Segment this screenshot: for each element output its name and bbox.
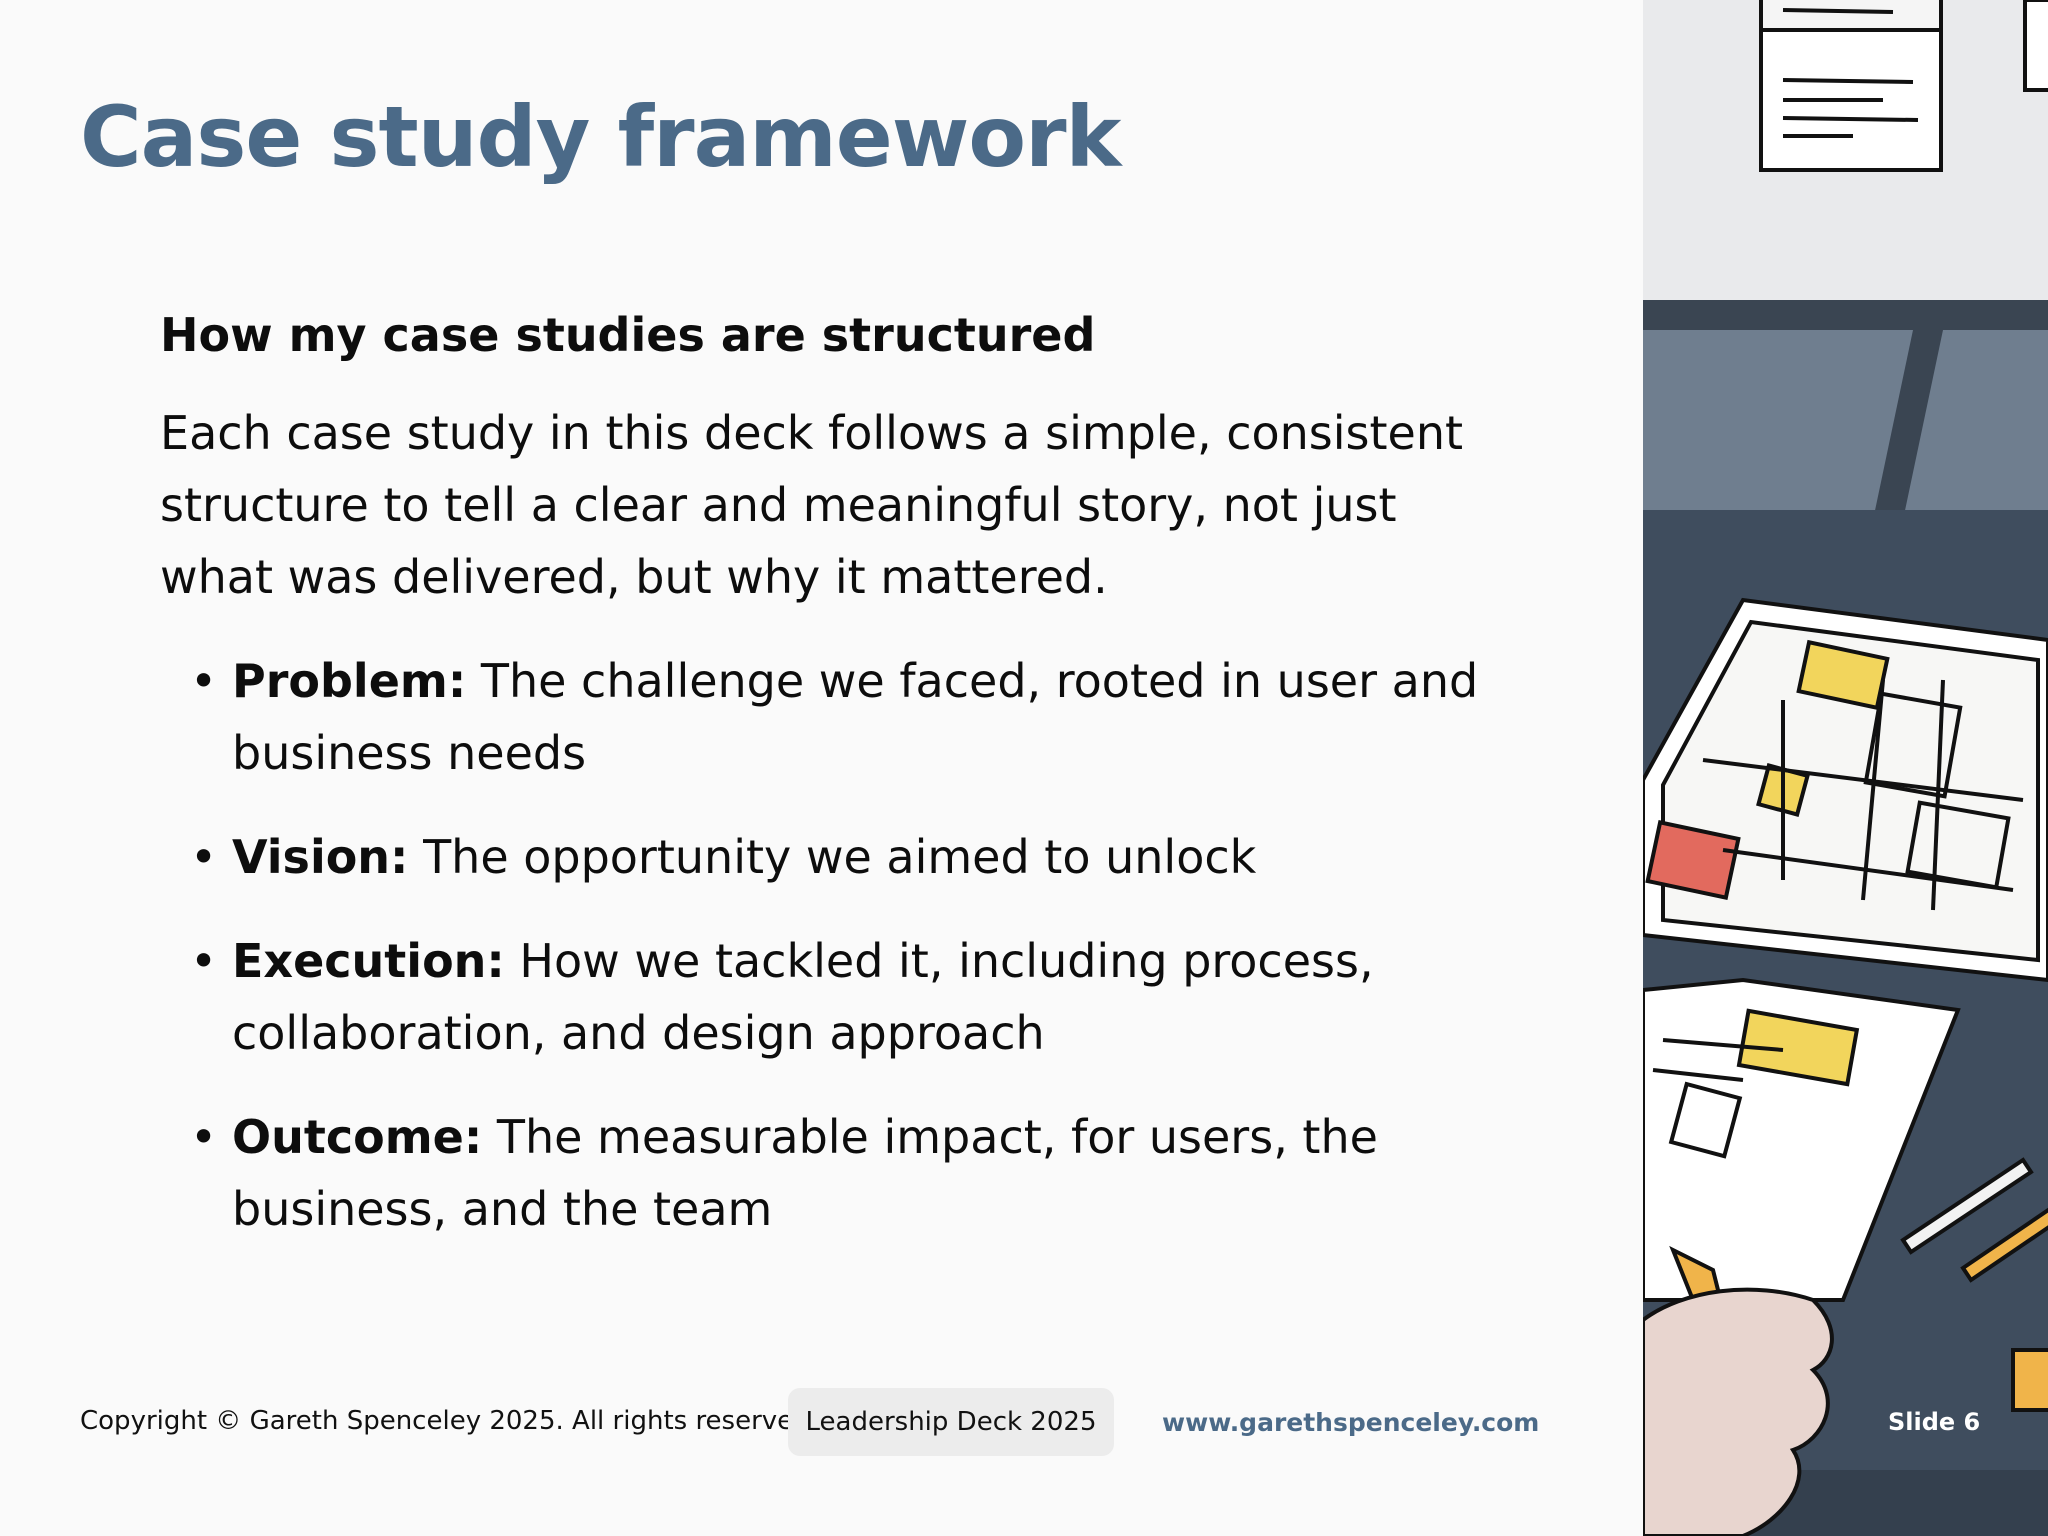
- intro-paragraph: Each case study in this deck follows a s…: [160, 406, 1464, 604]
- copyright-text: Copyright © Gareth Spenceley 2025. All r…: [80, 1406, 818, 1436]
- framework-list: • Problem: The challenge we faced, roote…: [160, 645, 1480, 1245]
- bullet-icon: •: [190, 934, 218, 988]
- list-item-term: Problem:: [232, 654, 467, 708]
- list-item-vision: • Vision: The opportunity we aimed to un…: [160, 821, 1480, 893]
- list-item-problem: • Problem: The challenge we faced, roote…: [160, 645, 1480, 789]
- deck-name-badge: Leadership Deck 2025: [788, 1388, 1114, 1456]
- list-item-term: Execution:: [232, 934, 505, 988]
- website-link[interactable]: www.garethspenceley.com: [1162, 1408, 1540, 1437]
- desk-illustration: [1643, 0, 2048, 1536]
- pinned-note: [1759, 0, 1943, 172]
- slide-number: Slide 6: [1888, 1408, 1981, 1436]
- section-subheading: How my case studies are structured: [160, 308, 1096, 362]
- list-item-term: Outcome:: [232, 1110, 483, 1164]
- list-item-outcome: • Outcome: The measurable impact, for us…: [160, 1101, 1480, 1245]
- slide-title: Case study framework: [80, 88, 1121, 186]
- list-item-execution: • Execution: How we tackled it, includin…: [160, 925, 1480, 1069]
- wireframe-sheet: [1643, 597, 2048, 983]
- bullet-icon: •: [190, 830, 218, 884]
- list-item-text: The challenge we faced, rooted in user a…: [232, 654, 1479, 780]
- deck-name-label: Leadership Deck 2025: [805, 1407, 1097, 1437]
- list-item-text: The measurable impact, for users, the bu…: [232, 1110, 1378, 1236]
- slide-content: How my case studies are structured Each …: [160, 305, 1480, 1277]
- bullet-icon: •: [190, 1110, 218, 1164]
- sketch-sheet: [1643, 977, 1961, 1302]
- list-item-term: Vision:: [232, 830, 409, 884]
- bullet-icon: •: [190, 654, 218, 708]
- list-item-text: How we tackled it, including process, co…: [232, 934, 1374, 1060]
- list-item-text: The opportunity we aimed to unlock: [408, 830, 1257, 884]
- hand-illustration: [1643, 1287, 1834, 1536]
